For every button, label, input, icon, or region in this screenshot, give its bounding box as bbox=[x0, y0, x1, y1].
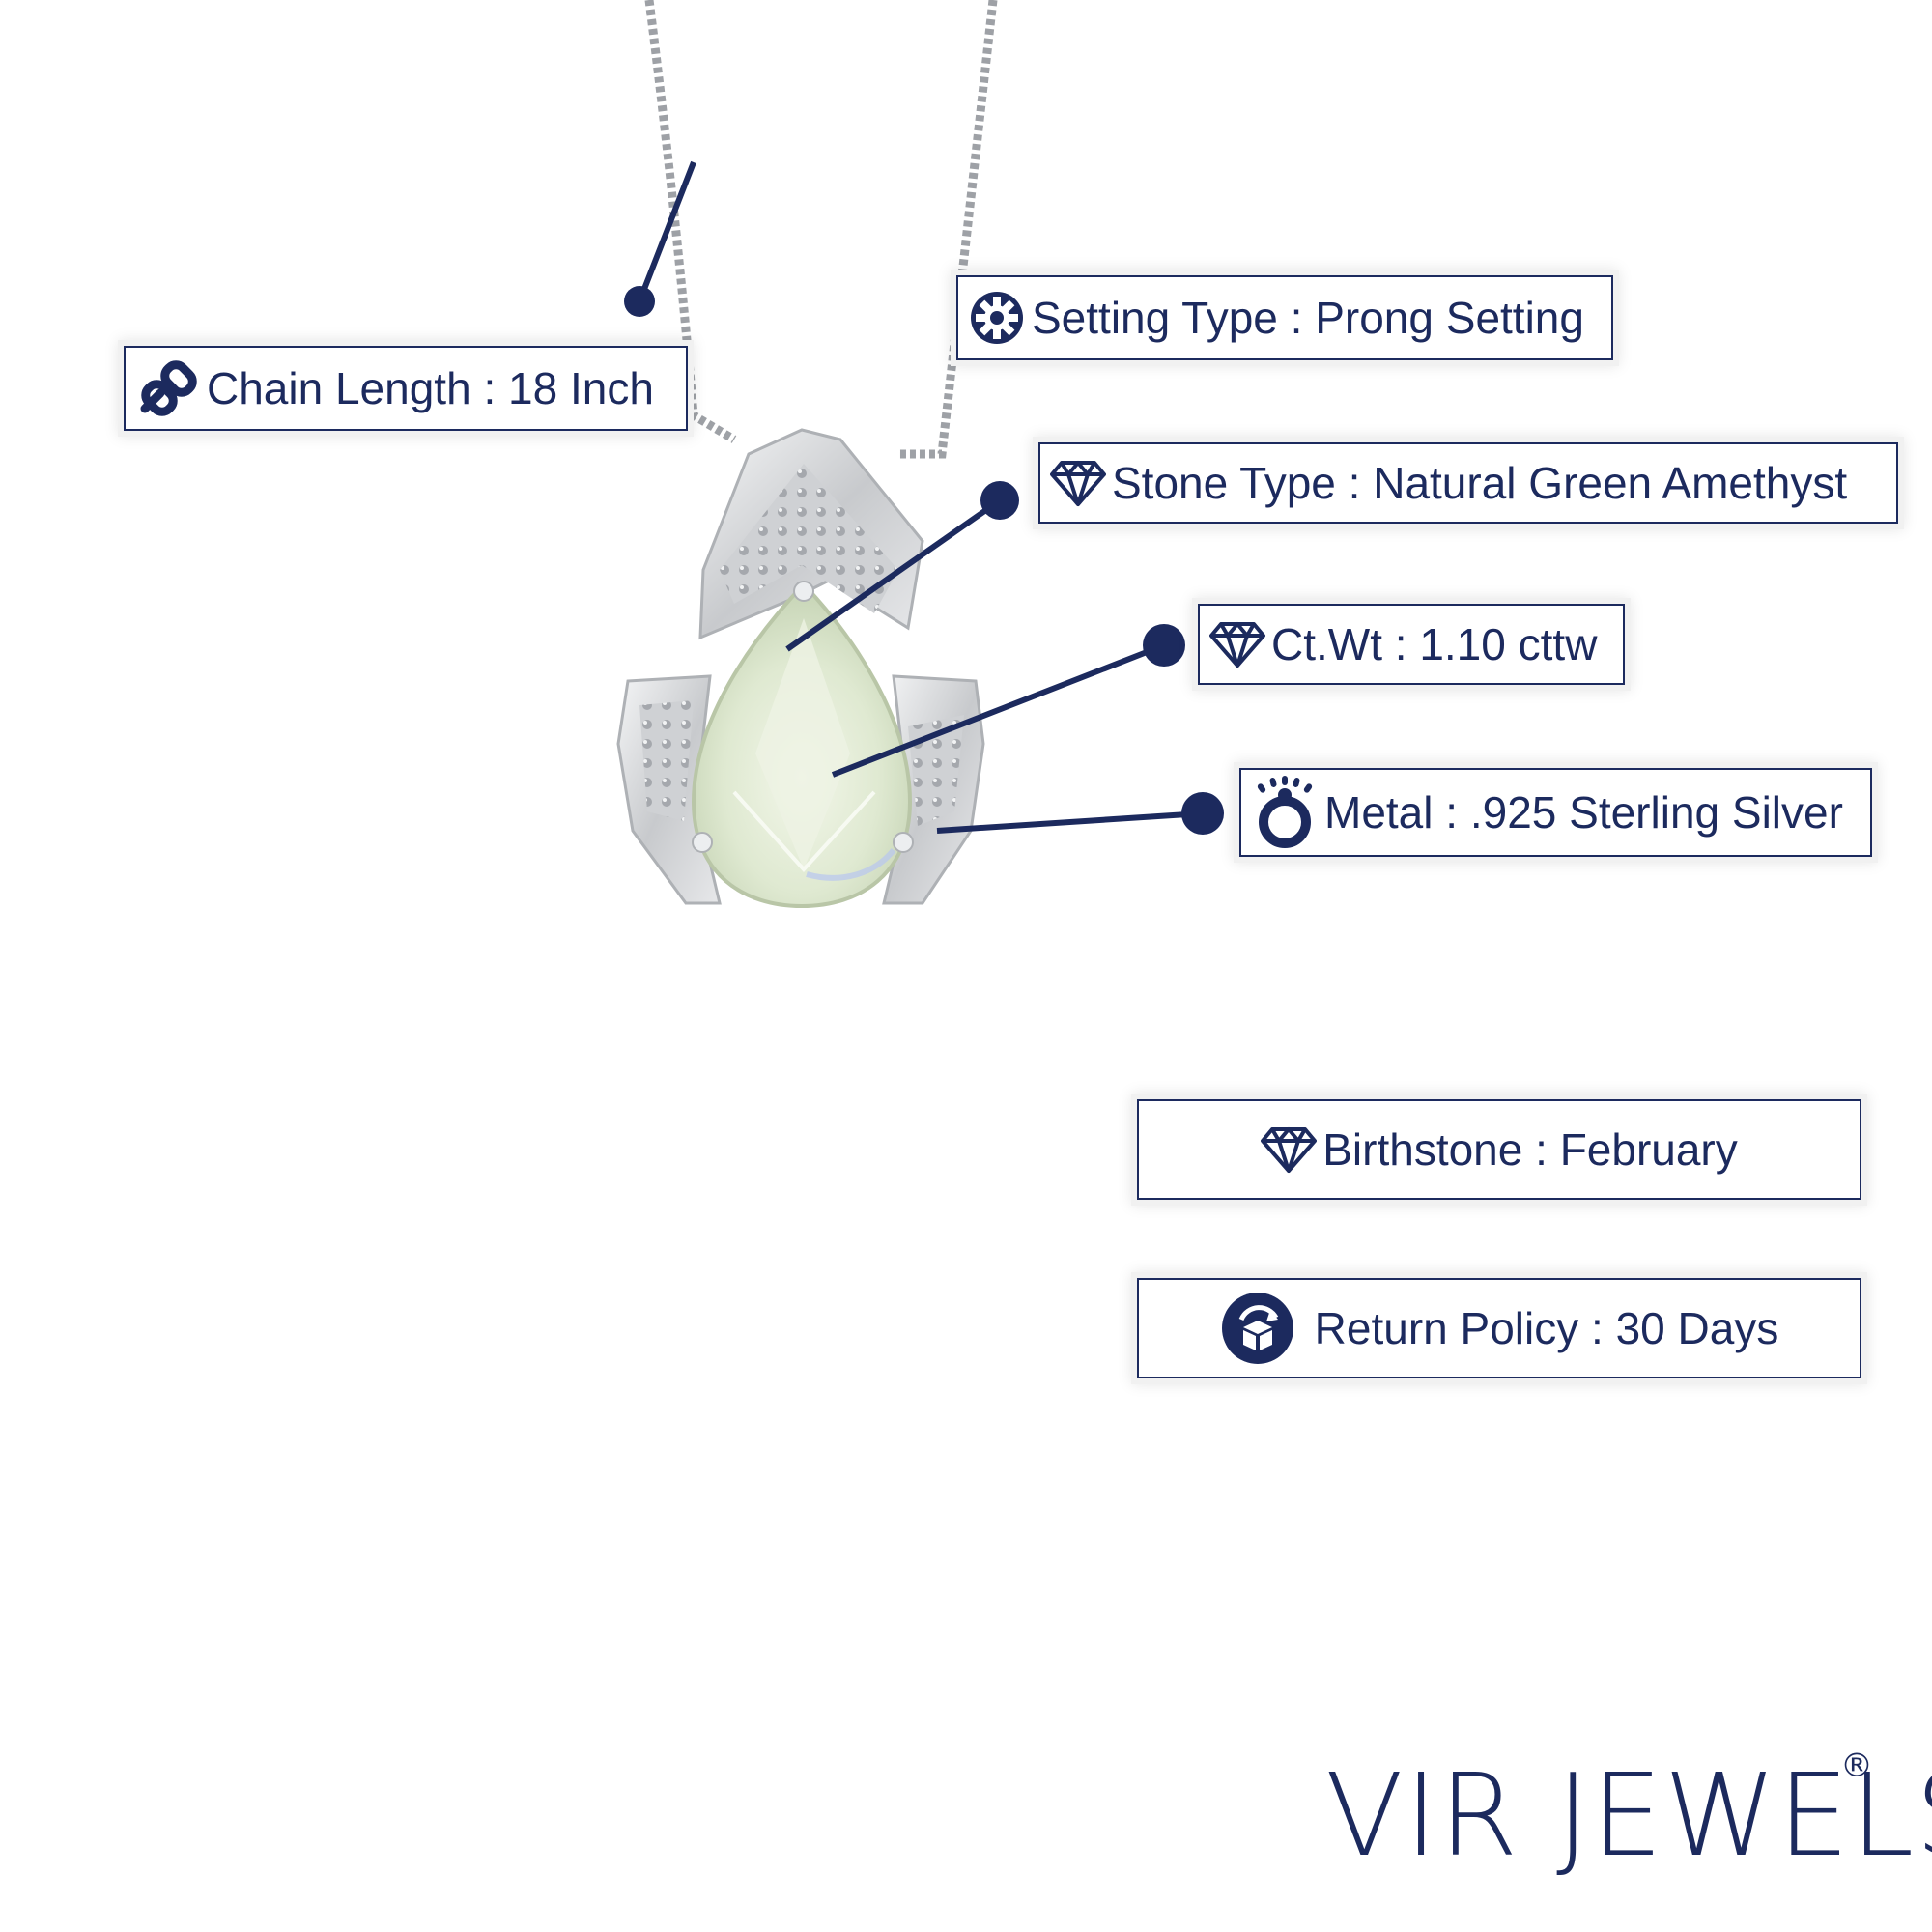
metal-text: Metal : .925 Sterling Silver bbox=[1324, 787, 1843, 838]
callout-lines bbox=[624, 160, 1224, 835]
stone-type-label: Stone Type : Natural Green Amethyst bbox=[1038, 442, 1898, 524]
brand-logo: VIR JEWELS bbox=[1325, 1748, 1932, 1882]
diamond-icon bbox=[1261, 1125, 1318, 1174]
birthstone-text: Birthstone : February bbox=[1322, 1124, 1738, 1175]
carat-weight-text: Ct.Wt : 1.10 cttw bbox=[1271, 619, 1598, 669]
diamond-icon bbox=[1050, 459, 1106, 507]
return-box-icon bbox=[1220, 1291, 1295, 1366]
stone-type-text: Stone Type : Natural Green Amethyst bbox=[1112, 458, 1848, 508]
metal-label: Metal : .925 Sterling Silver bbox=[1239, 768, 1872, 857]
setting-type-label: Setting Type : Prong Setting bbox=[956, 275, 1613, 360]
chain-link-icon bbox=[135, 358, 201, 418]
registered-mark: ® bbox=[1840, 1747, 1873, 1785]
chain bbox=[644, 0, 998, 459]
gear-icon bbox=[968, 289, 1026, 347]
return-policy-label: Return Policy : 30 Days bbox=[1137, 1278, 1861, 1378]
birthstone-label: Birthstone : February bbox=[1137, 1099, 1861, 1200]
diamond-icon bbox=[1209, 620, 1265, 668]
ring-icon bbox=[1251, 774, 1319, 851]
setting-type-text: Setting Type : Prong Setting bbox=[1032, 293, 1584, 343]
chain-length-text: Chain Length : 18 Inch bbox=[207, 363, 654, 413]
chain-length-label: Chain Length : 18 Inch bbox=[124, 346, 688, 431]
carat-weight-label: Ct.Wt : 1.10 cttw bbox=[1198, 604, 1625, 685]
return-policy-text: Return Policy : 30 Days bbox=[1314, 1303, 1779, 1353]
